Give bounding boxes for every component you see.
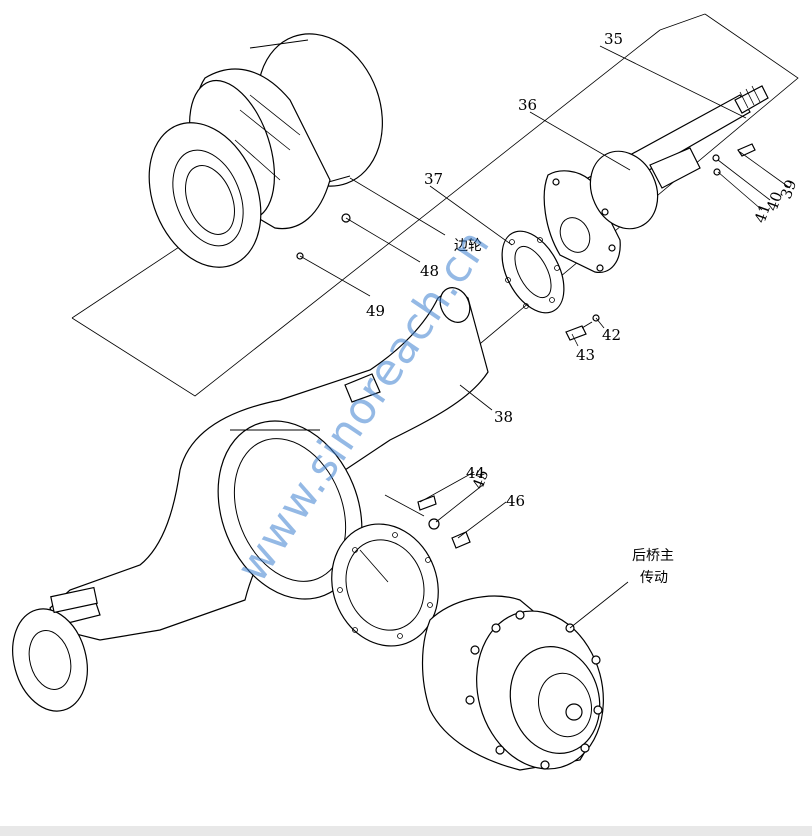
callout-35: 35 [604, 30, 623, 48]
callout-42: 42 [602, 326, 621, 344]
label-main-drive-1: 后桥主 [632, 548, 674, 564]
callout-39: 39 [777, 177, 800, 201]
label-main-drive-2: 传动 [640, 570, 668, 586]
callout-36: 36 [518, 96, 537, 114]
callout-43: 43 [576, 346, 595, 364]
bottom-strip [0, 826, 812, 836]
callout-45: 45 [469, 467, 492, 491]
callout-48: 48 [420, 262, 439, 280]
callout-40: 40 [763, 189, 786, 213]
leader-lines [299, 45, 791, 629]
callout-37: 37 [424, 170, 443, 188]
callout-49: 49 [366, 302, 385, 320]
callout-numbers: 35 36 37 38 39 40 41 42 43 44 45 46 48 4… [366, 30, 800, 510]
main-reducer [421, 595, 604, 771]
callout-44: 44 [466, 464, 485, 482]
callout-41: 41 [751, 201, 774, 225]
carrier-gasket [331, 523, 439, 647]
hub-flange [543, 147, 701, 273]
brake-drum [148, 33, 383, 268]
label-wheel-end: 边轮 [454, 238, 482, 254]
axle-housing [12, 287, 489, 712]
fasteners-44-45-46 [384, 494, 471, 549]
bolt-39-40-41 [712, 143, 756, 176]
callout-38: 38 [494, 408, 513, 426]
callout-46: 46 [506, 492, 525, 510]
bolt-42-43 [565, 314, 600, 341]
assembly-labels: 边轮 后桥主 传动 [454, 238, 674, 586]
gasket [501, 230, 565, 314]
